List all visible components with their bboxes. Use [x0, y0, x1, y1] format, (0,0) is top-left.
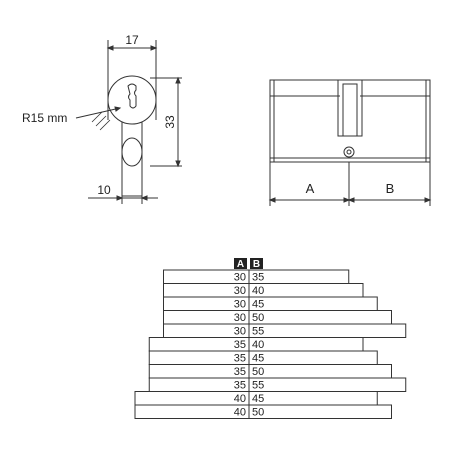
arrow-10-left — [116, 195, 124, 201]
dimension-label-a: A — [306, 181, 315, 196]
table-cell-a: 40 — [234, 407, 246, 419]
table-cell-a: 35 — [234, 353, 246, 365]
radius-arrow — [114, 106, 122, 112]
table-row-bar — [148, 364, 392, 379]
dimension-label-radius: R15 mm — [22, 111, 67, 125]
table-cell-b: 50 — [252, 366, 264, 378]
table-cell-a: 30 — [234, 312, 246, 324]
header-a: A — [237, 259, 244, 270]
arrow-10-right — [140, 195, 148, 201]
side-view — [268, 79, 432, 206]
table-cell-b: 45 — [252, 299, 264, 311]
dimension-label-b: B — [386, 181, 395, 196]
dimension-label-10: 10 — [97, 183, 111, 197]
table-cell-a: 30 — [234, 326, 246, 338]
arrow-up — [175, 76, 181, 84]
table-cell-a: 35 — [234, 366, 246, 378]
table-cell-b: 55 — [252, 326, 264, 338]
cylinder-top-edge — [273, 80, 427, 162]
table-cell-b: 40 — [252, 339, 264, 351]
header-b-box — [250, 258, 263, 269]
arrow-right — [150, 45, 158, 51]
cam-profile — [121, 137, 143, 167]
table-cell-a: 40 — [234, 393, 246, 405]
table-row-bar — [148, 377, 407, 392]
header-a-box — [234, 258, 247, 269]
table-cell-a: 35 — [234, 380, 246, 392]
arrow-a-right — [343, 197, 351, 203]
table-row-bar — [163, 323, 407, 338]
radius-leader-line — [75, 107, 121, 119]
cam-slot — [337, 79, 363, 137]
key-slot — [127, 83, 137, 109]
cylinder-body-profile — [121, 122, 143, 197]
radius-hatch — [91, 111, 111, 131]
arrow-a-left — [268, 197, 276, 203]
cam — [342, 83, 358, 137]
table-cell-b: 35 — [252, 272, 264, 284]
table-cell-a: 30 — [234, 285, 246, 297]
fixing-screw-hole — [343, 146, 355, 158]
profile-view — [75, 40, 182, 204]
fixing-screw-inner — [346, 149, 352, 155]
arrow-b-right — [424, 197, 432, 203]
dimension-label-17: 17 — [125, 33, 139, 47]
arrow-b-left — [347, 197, 355, 203]
table-row-bar — [134, 404, 392, 419]
cylinder-body — [269, 79, 431, 163]
table-cell-b: 55 — [252, 380, 264, 392]
arrow-down — [175, 160, 181, 168]
table-cell-b: 45 — [252, 393, 264, 405]
table-row-bar — [163, 310, 392, 325]
header-b: B — [253, 259, 260, 270]
table-cell-b: 50 — [252, 407, 264, 419]
table-cell-b: 40 — [252, 285, 264, 297]
table-cell-a: 35 — [234, 339, 246, 351]
cylinder-round-head — [107, 75, 157, 125]
table-cell-b: 50 — [252, 312, 264, 324]
dimension-label-33: 33 — [163, 115, 177, 129]
table-cell-a: 30 — [234, 299, 246, 311]
table-cell-b: 45 — [252, 353, 264, 365]
table-row-bar — [163, 296, 378, 311]
arrow-left — [106, 45, 114, 51]
table-cell-a: 30 — [234, 272, 246, 284]
